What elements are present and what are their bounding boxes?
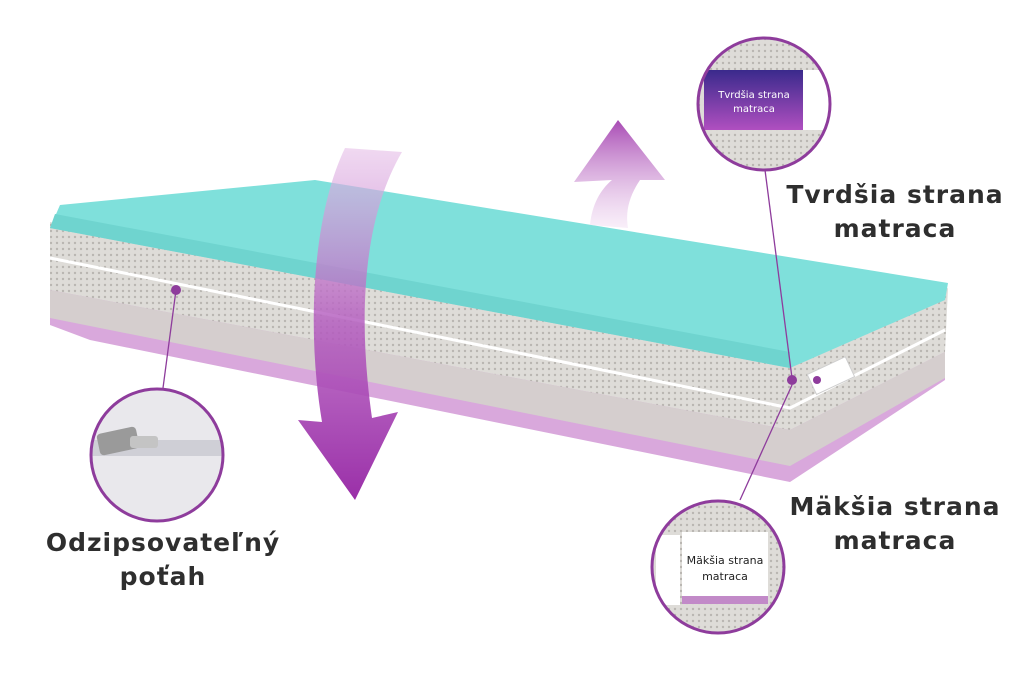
zipper-detail-circle (89, 387, 225, 523)
mattress-top-layer (50, 180, 948, 368)
hard-side-caption: Tvrdšia strana matraca (770, 178, 1020, 246)
zipper-line (49, 256, 946, 410)
soft-tag-line1: Mäkšia strana (687, 554, 764, 567)
flip-arrow-down-icon (298, 148, 402, 500)
flip-arrow-up-icon (574, 120, 665, 228)
hard-side-marker-dot (787, 375, 797, 385)
hard-side-caption-line2: matraca (833, 214, 957, 243)
mattress-fabric-sides (50, 222, 948, 466)
zipper-caption: Odzipsovateľný poťah (28, 526, 298, 594)
soft-side-caption-line1: Mäkšia strana (789, 492, 1001, 521)
hard-side-caption-line1: Tvrdšia strana (786, 180, 1004, 209)
zipper-caption-line1: Odzipsovateľný (45, 528, 281, 557)
zipper-caption-line2: poťah (119, 562, 207, 591)
soft-side-detail-circle: Mäkšia strana matraca (650, 499, 786, 635)
soft-tag-line2: matraca (702, 570, 748, 583)
callout-leader-lines (162, 169, 793, 501)
soft-side-caption: Mäkšia strana matraca (770, 490, 1020, 558)
hard-tag-line1: Tvrdšia strana (717, 89, 789, 101)
soft-side-caption-line2: matraca (833, 526, 957, 555)
zipper-marker-dot (171, 285, 181, 295)
mattress-side-tag (806, 356, 856, 396)
hard-tag-line2: matraca (733, 104, 775, 115)
hard-side-detail-circle: Tvrdšia strana matraca (696, 36, 832, 172)
